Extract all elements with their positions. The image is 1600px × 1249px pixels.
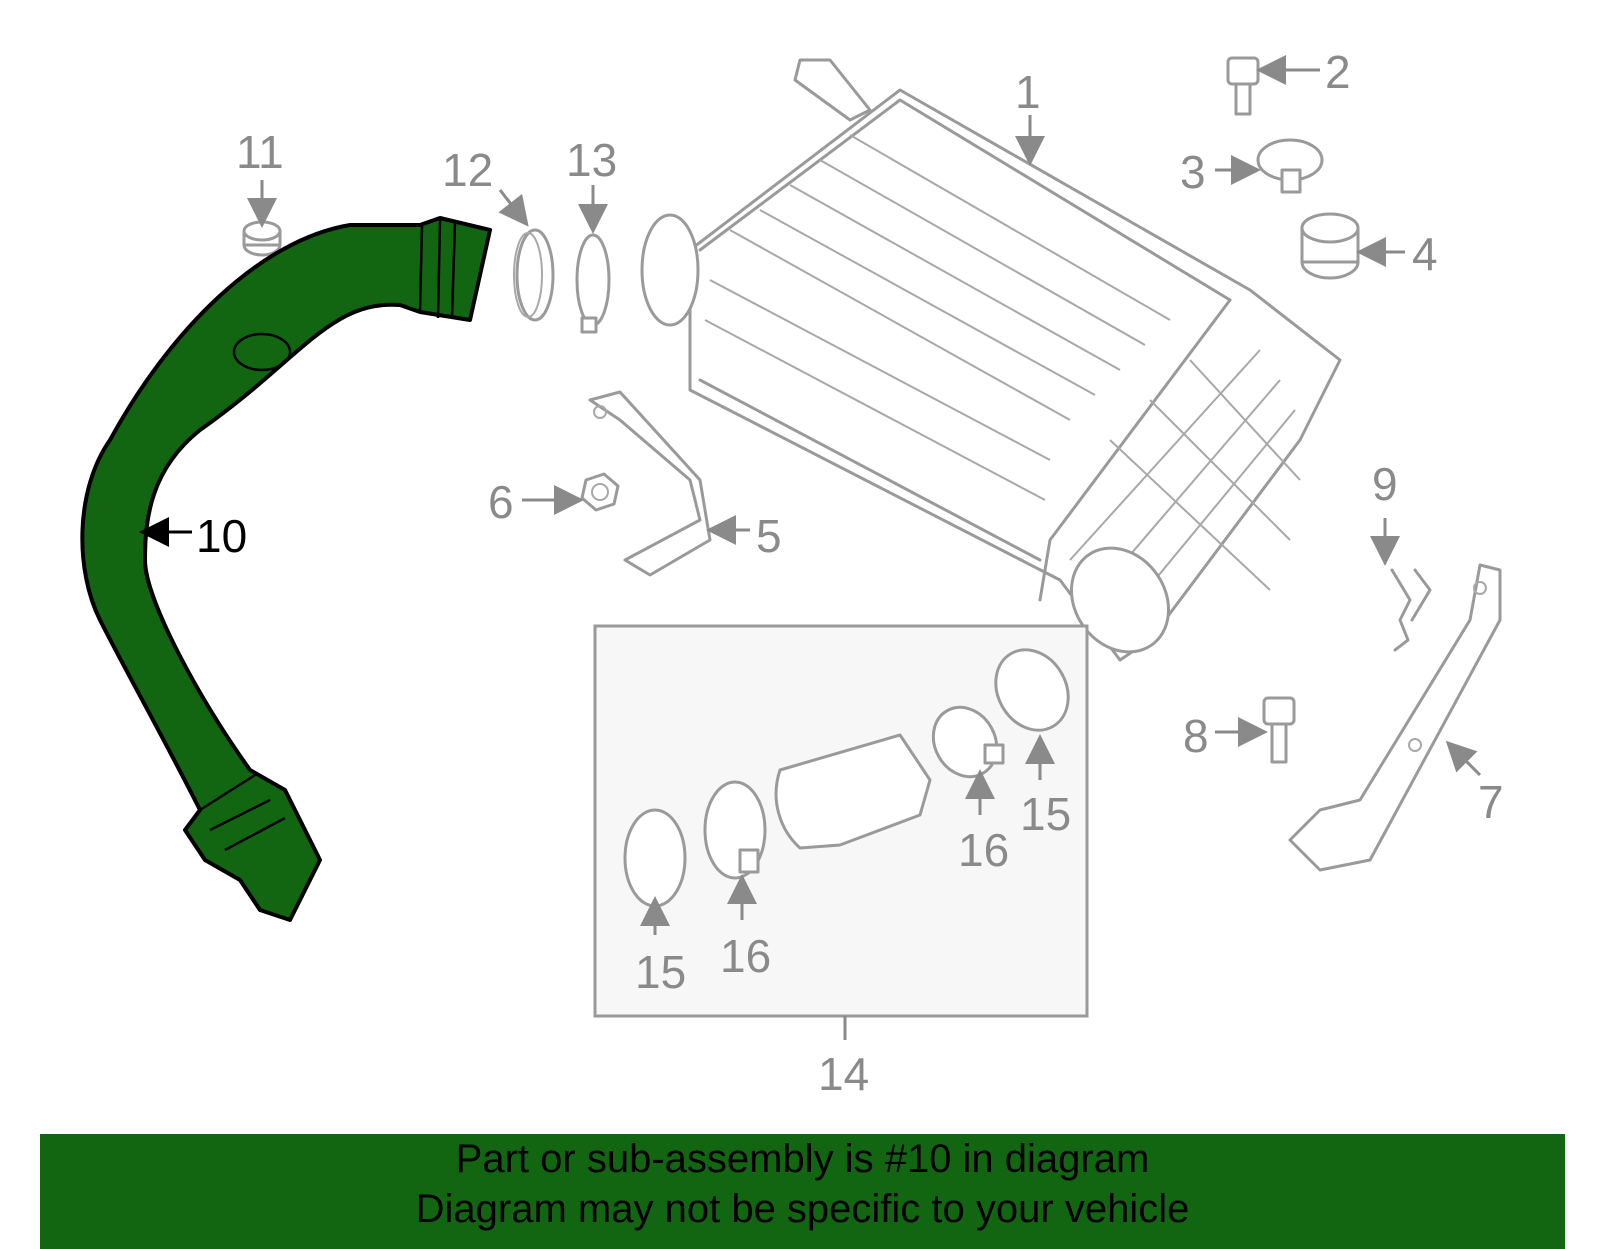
info-banner: Part or sub-assembly is #10 in diagram D… xyxy=(40,1134,1565,1249)
leader-lines xyxy=(139,55,1482,1040)
bracket-part-7[interactable] xyxy=(1288,563,1502,872)
charge-air-hose-part-10[interactable] xyxy=(80,216,492,922)
callout-6: 6 xyxy=(488,476,514,528)
callout-3: 3 xyxy=(1180,146,1206,198)
callout-16b: 16 xyxy=(958,824,1009,876)
clip-part-3[interactable] xyxy=(1256,138,1324,194)
callout-8: 8 xyxy=(1183,710,1209,762)
grommet-part-4[interactable] xyxy=(1300,212,1360,280)
seal-ring-part-12[interactable] xyxy=(513,228,555,322)
callout-1: 1 xyxy=(1015,66,1041,118)
callout-11: 11 xyxy=(236,126,284,178)
nut-part-6[interactable] xyxy=(580,472,620,512)
callout-2: 2 xyxy=(1325,46,1351,98)
bracket-part-5[interactable] xyxy=(588,390,712,577)
callout-9: 9 xyxy=(1372,458,1398,510)
callout-15b: 15 xyxy=(1020,788,1071,840)
callout-4: 4 xyxy=(1412,228,1438,280)
callout-14: 14 xyxy=(818,1048,869,1100)
kit-inset-part-14[interactable] xyxy=(593,624,1089,1018)
callout-13: 13 xyxy=(566,134,617,186)
callout-16a: 16 xyxy=(720,930,771,982)
callout-7: 7 xyxy=(1478,776,1504,828)
callout-12: 12 xyxy=(442,144,493,196)
clamp-part-13[interactable] xyxy=(575,233,611,334)
banner-line-2: Diagram may not be specific to your vehi… xyxy=(415,1187,1190,1231)
bolt-part-2[interactable] xyxy=(1226,56,1260,116)
grommet-part-11[interactable] xyxy=(242,220,282,257)
callout-labels: 1 2 3 4 5 6 7 8 9 10 11 12 13 14 15 16 1… xyxy=(196,46,1504,1100)
callout-10: 10 xyxy=(196,510,247,562)
clip-part-9[interactable] xyxy=(1390,568,1432,652)
callout-15a: 15 xyxy=(635,946,686,998)
banner-line-1: Part or sub-assembly is #10 in diagram xyxy=(455,1137,1150,1181)
bolt-part-8[interactable] xyxy=(1262,696,1296,764)
callout-5: 5 xyxy=(756,510,782,562)
intercooler-part-1[interactable] xyxy=(640,58,1342,671)
